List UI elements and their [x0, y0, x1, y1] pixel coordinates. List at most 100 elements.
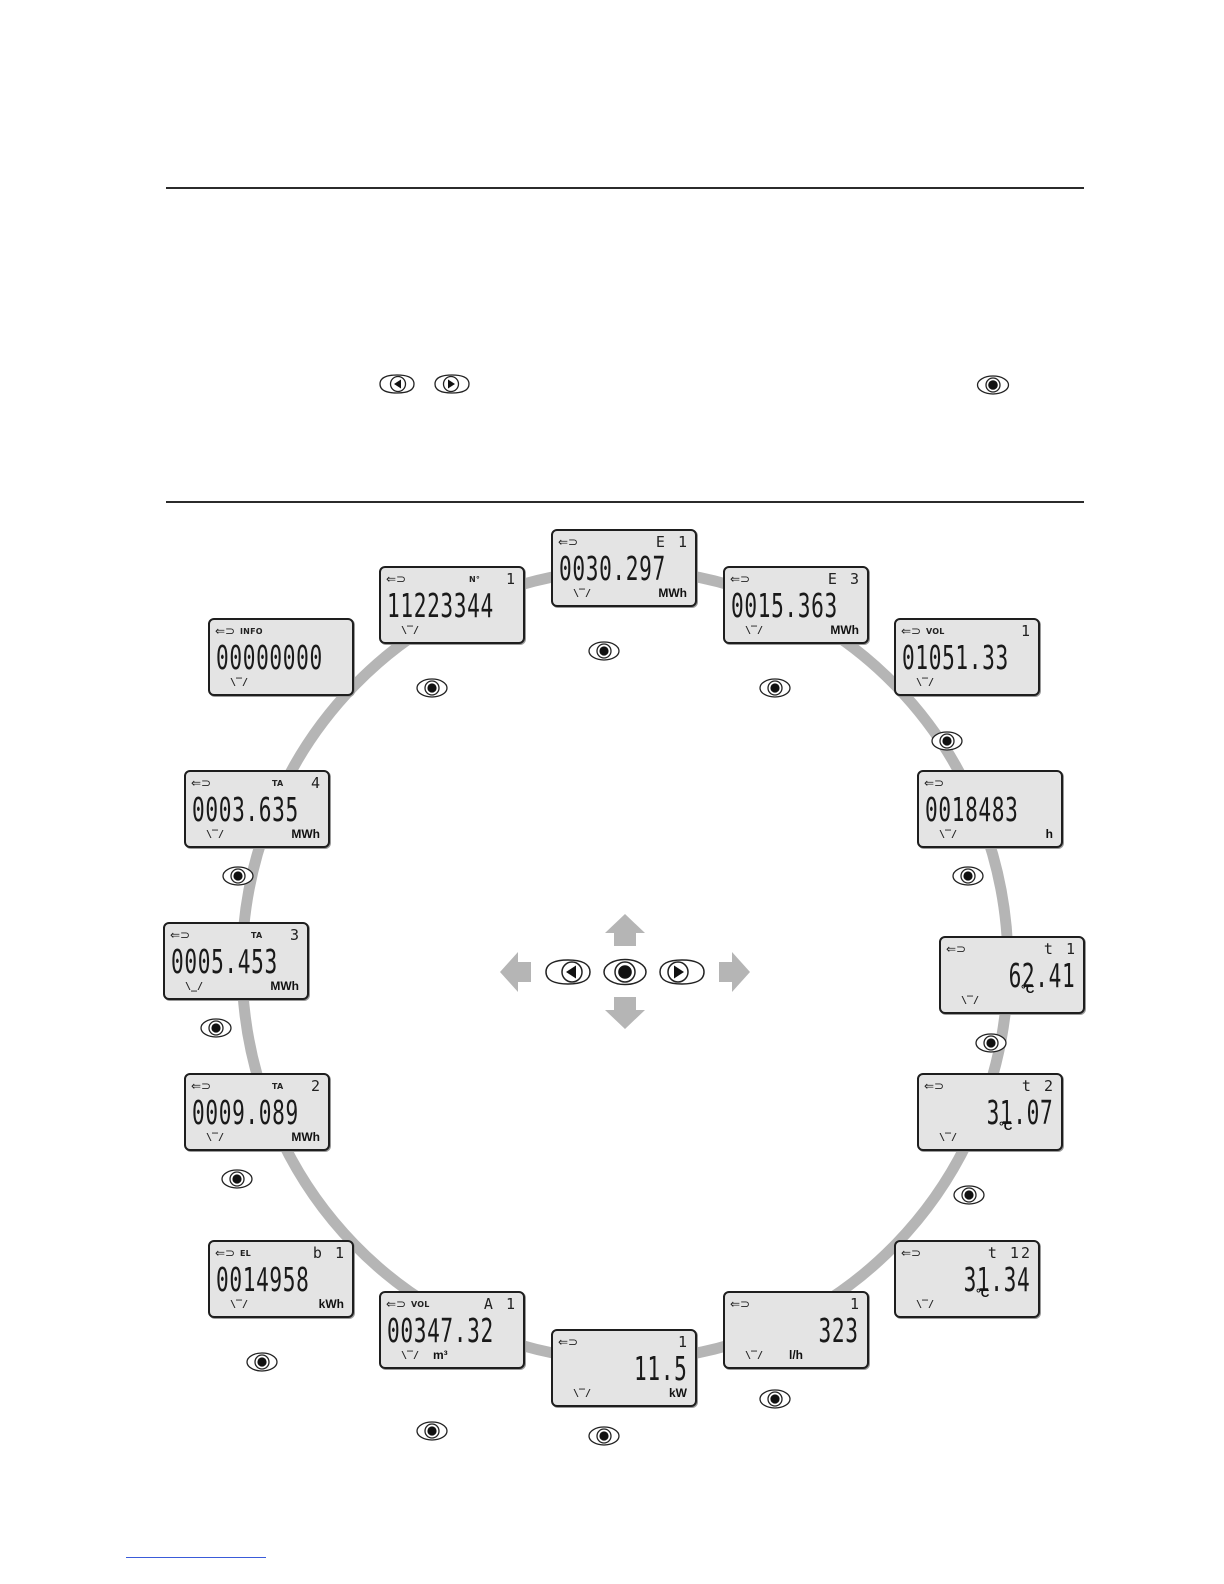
lcd-unit: MWh	[291, 1130, 320, 1144]
lcd-value: 0005.453	[171, 942, 278, 981]
middle-divider	[166, 501, 1084, 503]
lcd-value: 62.41	[1008, 956, 1075, 995]
lcd-unit: kWh	[318, 1297, 344, 1311]
meter-bracket-icon: \‾/	[745, 1350, 764, 1361]
enter-button-icon	[952, 866, 984, 886]
enter-button-icon	[222, 866, 254, 886]
back-loop-icon: ⇐⊃	[170, 928, 191, 942]
right-arrow-button-icon	[434, 374, 470, 394]
lcd-tag: INFO	[240, 627, 263, 636]
back-loop-icon: ⇐⊃	[730, 1297, 751, 1311]
lcd-value: 0014958	[216, 1260, 310, 1299]
lcd-value: 0003.635	[192, 790, 299, 829]
left-arrow-icon	[500, 952, 531, 992]
lcd-unit: MWh	[830, 623, 859, 637]
lcd-unit: MWh	[291, 827, 320, 841]
lcd-unit: MWh	[270, 979, 299, 993]
enter-button-icon	[588, 641, 620, 661]
lcd-channel: 1	[1020, 622, 1032, 640]
lcd-channel: 1	[505, 570, 517, 588]
back-loop-icon: ⇐⊃	[730, 572, 751, 586]
right-arrow-icon	[719, 952, 750, 992]
back-loop-icon: ⇐⊃	[946, 942, 967, 956]
lcd-tag: TA	[272, 1082, 284, 1091]
lcd-display-hours: ⇐⊃0018483\‾/h	[917, 770, 1063, 848]
enter-button-icon	[416, 1421, 448, 1441]
lcd-tag: TA	[251, 931, 263, 940]
enter-button-icon	[588, 1426, 620, 1446]
back-loop-icon: ⇐⊃	[901, 1246, 922, 1260]
back-loop-icon: ⇐⊃	[191, 1079, 212, 1093]
center-left-button-icon	[545, 959, 591, 985]
lcd-channel: t 12	[987, 1244, 1032, 1262]
footnote-divider	[126, 1557, 266, 1558]
lcd-value: 31.34	[963, 1260, 1030, 1299]
meter-bracket-icon: \‾/	[401, 1350, 420, 1361]
enter-button-icon	[976, 375, 1010, 395]
back-loop-icon: ⇐⊃	[386, 1297, 407, 1311]
lcd-tag: TA	[272, 779, 284, 788]
lcd-tag: VOL	[411, 1300, 430, 1309]
back-loop-icon: ⇐⊃	[191, 776, 212, 790]
lcd-unit: MWh	[658, 586, 687, 600]
meter-bracket-icon: \‾/	[230, 1299, 249, 1310]
up-arrow-icon	[605, 914, 645, 946]
enter-button-icon	[759, 1389, 791, 1409]
back-loop-icon: ⇐⊃	[558, 1335, 579, 1349]
enter-button-icon	[221, 1169, 253, 1189]
center-right-button-icon	[659, 959, 705, 985]
back-loop-icon: ⇐⊃	[924, 776, 945, 790]
enter-button-icon	[246, 1352, 278, 1372]
back-loop-icon: ⇐⊃	[558, 535, 579, 549]
top-divider	[166, 187, 1084, 189]
meter-bracket-icon: \‾/	[206, 829, 225, 840]
enter-button-icon	[975, 1033, 1007, 1053]
lcd-tag: N°	[469, 575, 481, 584]
enter-button-icon	[416, 678, 448, 698]
lcd-channel: 1	[849, 1295, 861, 1313]
lcd-unit: °C	[976, 1286, 990, 1300]
lcd-channel: t 2	[1021, 1077, 1055, 1095]
lcd-channel: 2	[310, 1077, 322, 1095]
lcd-value: 00000000	[216, 638, 323, 677]
back-loop-icon: ⇐⊃	[215, 1246, 236, 1260]
meter-bracket-icon: \‾/	[916, 677, 935, 688]
lcd-value: 11223344	[387, 586, 494, 625]
lcd-value: 01051.33	[902, 638, 1009, 677]
meter-bracket-icon: \‾/	[745, 625, 764, 636]
lcd-channel: 1	[677, 1333, 689, 1351]
meter-bracket-icon: \‾/	[230, 677, 249, 688]
back-loop-icon: ⇐⊃	[386, 572, 407, 586]
meter-bracket-icon: \‾/	[916, 1299, 935, 1310]
lcd-channel: t 1	[1043, 940, 1077, 958]
meter-bracket-icon: \‾/	[206, 1132, 225, 1143]
lcd-unit: h	[1045, 827, 1053, 841]
left-arrow-button-icon	[379, 374, 415, 394]
back-loop-icon: ⇐⊃	[215, 624, 236, 638]
lcd-channel: A 1	[483, 1295, 517, 1313]
lcd-channel: E 1	[655, 533, 689, 551]
lcd-unit: m³	[433, 1348, 448, 1362]
lcd-unit: l/h	[789, 1348, 803, 1362]
lcd-channel: 3	[289, 926, 301, 944]
meter-bracket-icon: \_/	[185, 981, 204, 992]
enter-button-icon	[953, 1185, 985, 1205]
lcd-value: 31.07	[986, 1093, 1053, 1132]
back-loop-icon: ⇐⊃	[901, 624, 922, 638]
lcd-value: 0015.363	[731, 586, 838, 625]
lcd-value: 0030.297	[559, 549, 666, 588]
lcd-tag: VOL	[926, 627, 945, 636]
meter-bracket-icon: \‾/	[573, 1388, 592, 1399]
